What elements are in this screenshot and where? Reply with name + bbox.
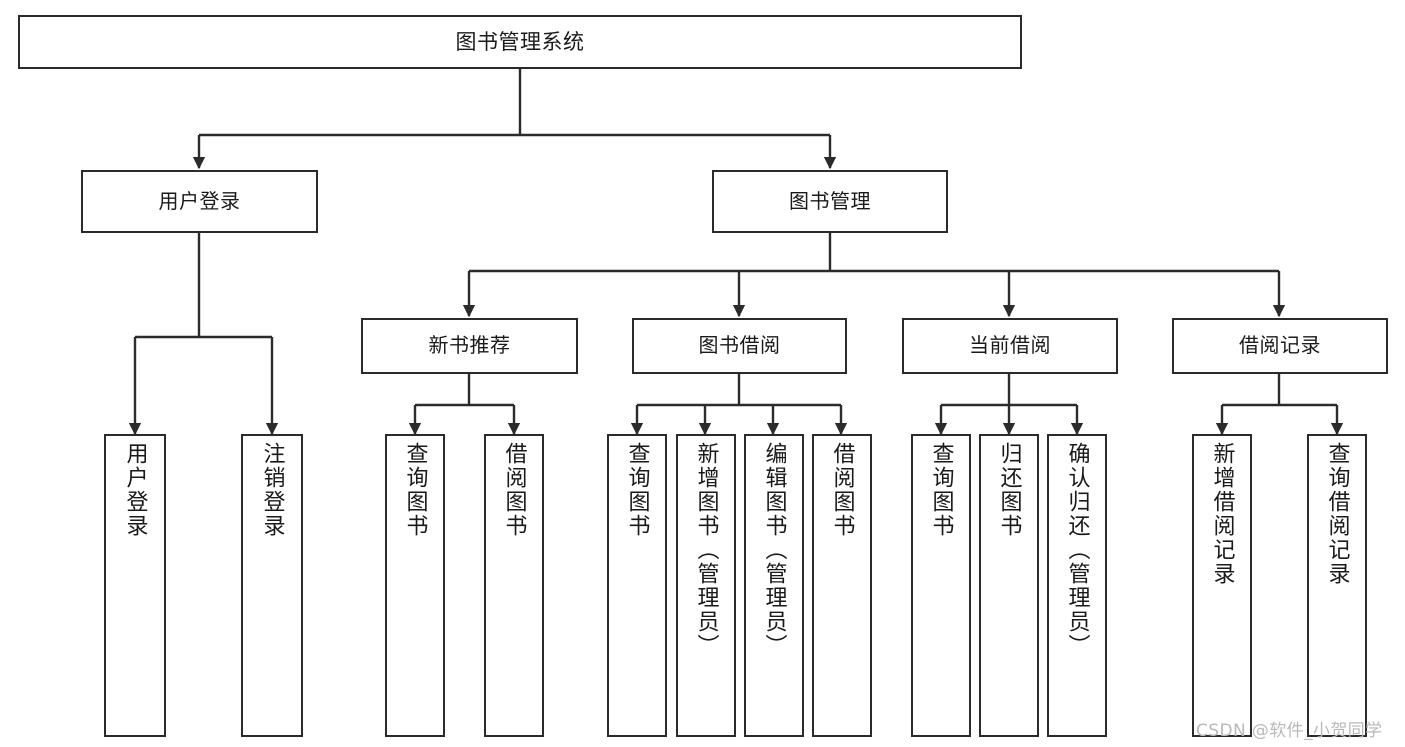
node-current-borrow-label: 当前借阅 (969, 333, 1051, 358)
leaf-label: 用户登录 (122, 442, 148, 538)
leaf-label: 新增图书（管理员） (693, 442, 719, 658)
leaf-borrow-borrow-book[interactable]: 借阅图书 (812, 434, 872, 737)
leaf-current-confirm-return-admin[interactable]: 确认归还（管理员） (1047, 434, 1107, 737)
leaf-user-login-login[interactable]: 用户登录 (104, 434, 166, 737)
leaf-label: 查询图书 (402, 442, 428, 538)
node-new-book-recommend-label: 新书推荐 (428, 333, 511, 358)
watermark-csdn: CSDN @软件_小贺同学 (1196, 721, 1383, 741)
leaf-current-query-book[interactable]: 查询图书 (911, 434, 971, 737)
node-root[interactable]: 图书管理系统 (18, 15, 1022, 69)
node-user-login-label: 用户登录 (158, 188, 241, 213)
node-user-login[interactable]: 用户登录 (81, 170, 318, 233)
node-book-borrow-label: 图书借阅 (698, 333, 781, 358)
leaf-label: 借阅图书 (829, 442, 855, 538)
leaf-borrow-edit-book-admin[interactable]: 编辑图书（管理员） (744, 434, 804, 737)
node-borrow-record[interactable]: 借阅记录 (1172, 318, 1388, 374)
leaf-user-login-logout[interactable]: 注销登录 (241, 434, 303, 737)
leaf-borrow-add-book-admin[interactable]: 新增图书（管理员） (676, 434, 736, 737)
leaf-label: 查询借阅记录 (1324, 442, 1350, 586)
leaf-new-book-borrow[interactable]: 借阅图书 (484, 434, 544, 737)
leaf-label: 查询图书 (928, 442, 954, 538)
leaf-label: 编辑图书（管理员） (761, 442, 787, 658)
node-root-label: 图书管理系统 (455, 29, 585, 54)
node-book-management[interactable]: 图书管理 (712, 170, 948, 233)
node-book-management-label: 图书管理 (789, 188, 871, 213)
leaf-record-query-record[interactable]: 查询借阅记录 (1307, 434, 1367, 737)
node-new-book-recommend[interactable]: 新书推荐 (361, 318, 578, 374)
leaf-new-book-query[interactable]: 查询图书 (385, 434, 445, 737)
leaf-borrow-query-book[interactable]: 查询图书 (607, 434, 667, 737)
leaf-label: 借阅图书 (501, 442, 527, 538)
leaf-record-add-record[interactable]: 新增借阅记录 (1192, 434, 1252, 737)
node-current-borrow[interactable]: 当前借阅 (902, 318, 1118, 374)
leaf-current-return-book[interactable]: 归还图书 (979, 434, 1039, 737)
leaf-label: 归还图书 (996, 442, 1022, 538)
leaf-label: 查询图书 (624, 442, 650, 538)
leaf-label: 确认归还（管理员） (1064, 442, 1090, 658)
node-borrow-record-label: 借阅记录 (1239, 333, 1321, 358)
leaf-label: 新增借阅记录 (1209, 442, 1235, 586)
leaf-label: 注销登录 (259, 442, 285, 538)
node-book-borrow[interactable]: 图书借阅 (632, 318, 847, 374)
